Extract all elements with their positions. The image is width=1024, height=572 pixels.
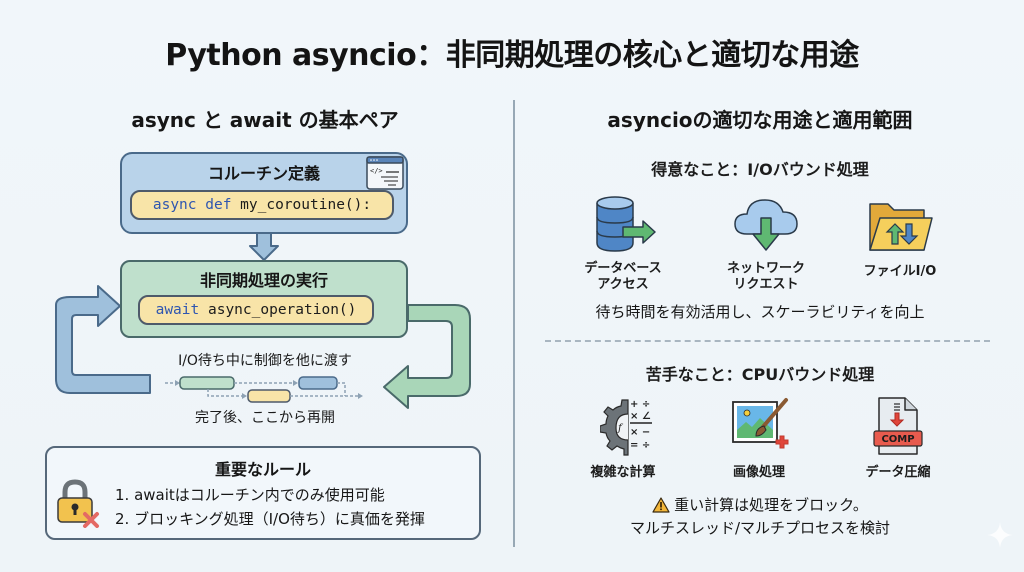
- bad-heading: 苦手なこと：CPUバウンド処理: [645, 365, 875, 384]
- coroutine-code: async def my_coroutine():: [130, 190, 394, 220]
- comp-badge-text: COMP: [881, 434, 914, 445]
- good-item-file-io: ファイルI/O: [852, 264, 948, 280]
- database-icon: [596, 196, 656, 252]
- down-arrow: [249, 231, 279, 261]
- good-item-database-line1: データベース: [584, 261, 662, 276]
- left-heading: async と await の基本ペア: [131, 108, 399, 132]
- bad-item-data-compression: データ圧縮: [865, 465, 931, 480]
- yield-arrow-right: [383, 304, 471, 409]
- warning-line-1-row: 重い計算は処理をブロック。: [540, 494, 980, 515]
- gear-math-icon: ƒ + ÷ × ∠ × − = ÷: [600, 399, 652, 456]
- code-window-icon: </>: [366, 156, 404, 190]
- sparkle-icon: [987, 522, 1013, 548]
- task-block-green: [179, 376, 235, 390]
- task-block-blue: [298, 376, 338, 390]
- page-title: Python asyncio：非同期処理の核心と適切な用途: [165, 38, 859, 73]
- bad-item-calculation: 複雑な計算: [590, 465, 656, 480]
- bad-item-image-processing: 画像処理: [732, 465, 785, 480]
- code-keyword-await: await: [155, 302, 200, 318]
- rule-item-1: 1. awaitはコルーチン内でのみ使用可能: [115, 486, 385, 504]
- rules-heading: 重要なルール: [214, 460, 311, 479]
- yield-caption: I/O待ち中に制御を他に渡す: [178, 353, 352, 369]
- code-keyword-async-def: async def: [152, 197, 232, 213]
- rules-box: 重要なルール 1. awaitはコルーチン内でのみ使用可能 2. ブロッキング処…: [45, 446, 481, 540]
- svg-text:</>: </>: [370, 167, 383, 175]
- lock-icon: [57, 479, 99, 528]
- file-compress-icon: COMP: [873, 397, 923, 455]
- section-divider: [513, 100, 515, 547]
- code-operation-name: async_operation(): [199, 302, 357, 318]
- warning-line-2: マルチスレッド/マルチプロセスを検討: [629, 519, 891, 537]
- good-item-network-line2: リクエスト: [733, 277, 799, 292]
- svg-text:× −: × −: [630, 427, 650, 438]
- warning-icon: [652, 496, 670, 513]
- good-summary: 待ち時間を有効活用し、スケーラビリティを向上: [595, 303, 925, 321]
- svg-text:= ÷: = ÷: [630, 440, 650, 451]
- svg-text:× ∠: × ∠: [630, 411, 651, 422]
- rule-item-2: 2. ブロッキング処理（I/O待ち）に真価を発揮: [115, 510, 425, 528]
- task-timeline: [165, 376, 363, 403]
- good-item-database: データベース アクセス: [578, 261, 668, 293]
- good-item-network: ネットワーク リクエスト: [720, 261, 812, 293]
- good-item-database-line2: アクセス: [597, 277, 649, 292]
- exec-box-label: 非同期処理の実行: [199, 271, 328, 290]
- folder-io-icon: [869, 203, 933, 251]
- async-execution-box: 非同期処理の実行 await async_operation(): [120, 260, 408, 338]
- good-item-network-line1: ネットワーク: [726, 261, 805, 276]
- svg-text:+ ÷: + ÷: [630, 399, 650, 410]
- svg-text:ƒ: ƒ: [616, 423, 624, 434]
- cloud-download-icon: [734, 199, 798, 251]
- dashed-separator: [545, 340, 990, 342]
- right-heading: asyncioの適切な用途と適用範囲: [607, 108, 913, 132]
- flow-arrows: [55, 231, 471, 409]
- coroutine-definition-box: コルーチン定義 async def my_coroutine(): </>: [120, 152, 408, 234]
- coroutine-box-label: コルーチン定義: [207, 164, 320, 183]
- warning-line-1: 重い計算は処理をブロック。: [674, 496, 868, 514]
- task-block-yellow: [247, 389, 291, 403]
- good-item-file-io-line1: ファイルI/O: [863, 264, 937, 279]
- image-edit-icon: [732, 398, 789, 449]
- exec-code: await async_operation(): [138, 295, 374, 325]
- resume-caption: 完了後、ここから再開: [195, 410, 335, 426]
- code-coroutine-name: my_coroutine():: [231, 197, 372, 213]
- good-heading: 得意なこと：I/Oバウンド処理: [651, 160, 869, 179]
